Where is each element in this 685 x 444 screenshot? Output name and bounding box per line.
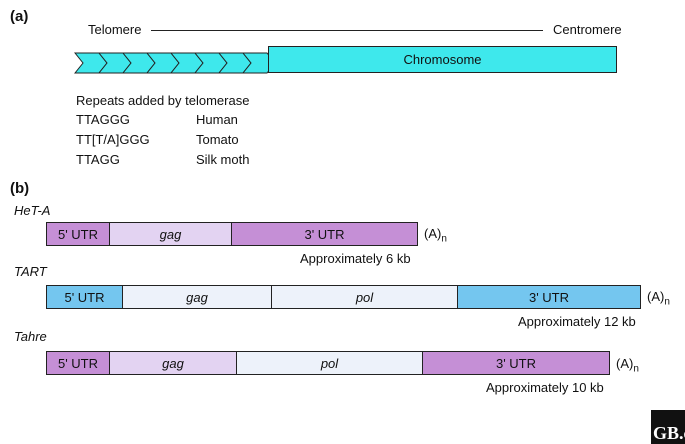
telomere-repeat-chevron (241, 52, 270, 74)
genome-biology-logo: GB.c (651, 410, 685, 444)
size-label: Approximately 10 kb (486, 380, 604, 395)
repeats-title: Repeats added by telomerase (76, 93, 250, 108)
size-label: Approximately 6 kb (300, 251, 411, 266)
telomere-label: Telomere (88, 22, 142, 37)
size-label: Approximately 12 kb (518, 314, 636, 329)
het-a-bar: 5' UTR gag 3' UTR (46, 222, 418, 246)
polya-tail: (A)n (647, 289, 670, 308)
segment-5-utr: 5' UTR (47, 352, 110, 374)
repeat-sequence: TTAGGG (76, 112, 130, 127)
panel-b-label: (b) (10, 180, 30, 197)
segment-3-utr: 3' UTR (232, 223, 417, 245)
panel-a-label: (a) (10, 8, 29, 25)
repeat-organism: Silk moth (196, 152, 250, 167)
polya-tail: (A)n (424, 226, 447, 245)
chromosome-bar: Chromosome (268, 46, 617, 73)
repeat-sequence: TTAGG (76, 152, 120, 167)
segment-gag: gag (110, 352, 237, 374)
element-name-tart: TART (14, 264, 47, 279)
segment-gag: gag (123, 286, 272, 308)
chromosome-label: Chromosome (403, 52, 482, 67)
segment-3-utr: 3' UTR (423, 352, 609, 374)
tart-bar: 5' UTR gag pol 3' UTR (46, 285, 641, 309)
segment-gag: gag (110, 223, 232, 245)
polya-tail: (A)n (616, 356, 639, 375)
segment-pol: pol (237, 352, 423, 374)
tahre-bar: 5' UTR gag pol 3' UTR (46, 351, 610, 375)
segment-3-utr: 3' UTR (458, 286, 640, 308)
telomere-centromere-line (151, 30, 543, 31)
telomere-repeats (74, 52, 270, 74)
segment-5-utr: 5' UTR (47, 286, 123, 308)
element-name-het-a: HeT-A (14, 203, 51, 218)
repeat-organism: Tomato (196, 132, 239, 147)
repeat-organism: Human (196, 112, 238, 127)
centromere-label: Centromere (553, 22, 622, 37)
repeat-sequence: TT[T/A]GGG (76, 132, 150, 147)
segment-pol: pol (272, 286, 458, 308)
element-name-tahre: Tahre (14, 329, 47, 344)
segment-5-utr: 5' UTR (47, 223, 110, 245)
